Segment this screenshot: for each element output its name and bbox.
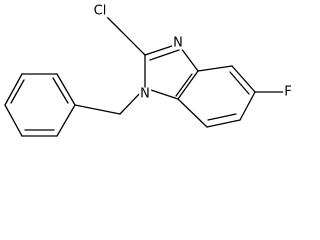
bond-c4-c5 (231, 65, 256, 93)
chlorine-atom-label: Cl (92, 3, 108, 19)
bond-ph-c1-c2 (56, 73, 76, 106)
bond-c5-c6 (239, 91, 256, 121)
bond-c4-c5-double (229, 71, 250, 95)
bond-ph-c3-c4-double (10, 79, 25, 104)
nitrogen-benzyl-atom-label: N (139, 86, 151, 102)
bond-c7-c7a (177, 98, 208, 128)
bond-ph-c4-c5 (4, 104, 23, 137)
bond-c3a-c7a (177, 70, 199, 100)
bond-ch2-c2 (119, 29, 146, 56)
bond-c3a-c4 (197, 65, 233, 72)
bond-c6-c7-double (207, 113, 237, 121)
bond-ph-c3-c4 (4, 73, 23, 106)
bond-c6-c7 (206, 119, 241, 128)
nitrogen-imine-atom-label: N (172, 35, 184, 51)
fluorine-atom-label: F (283, 84, 293, 100)
bond-ph-c6-c1 (56, 104, 76, 137)
bond-c2-n3-double (149, 49, 180, 61)
bond-ch2-phenyl (74, 104, 121, 115)
bond-lines (4, 12, 284, 137)
molecule-diagram: Cl N N F (4, 3, 293, 137)
bond-c3a-c7a-double (175, 73, 193, 97)
bond-ph-c1-c2-double (52, 77, 69, 104)
